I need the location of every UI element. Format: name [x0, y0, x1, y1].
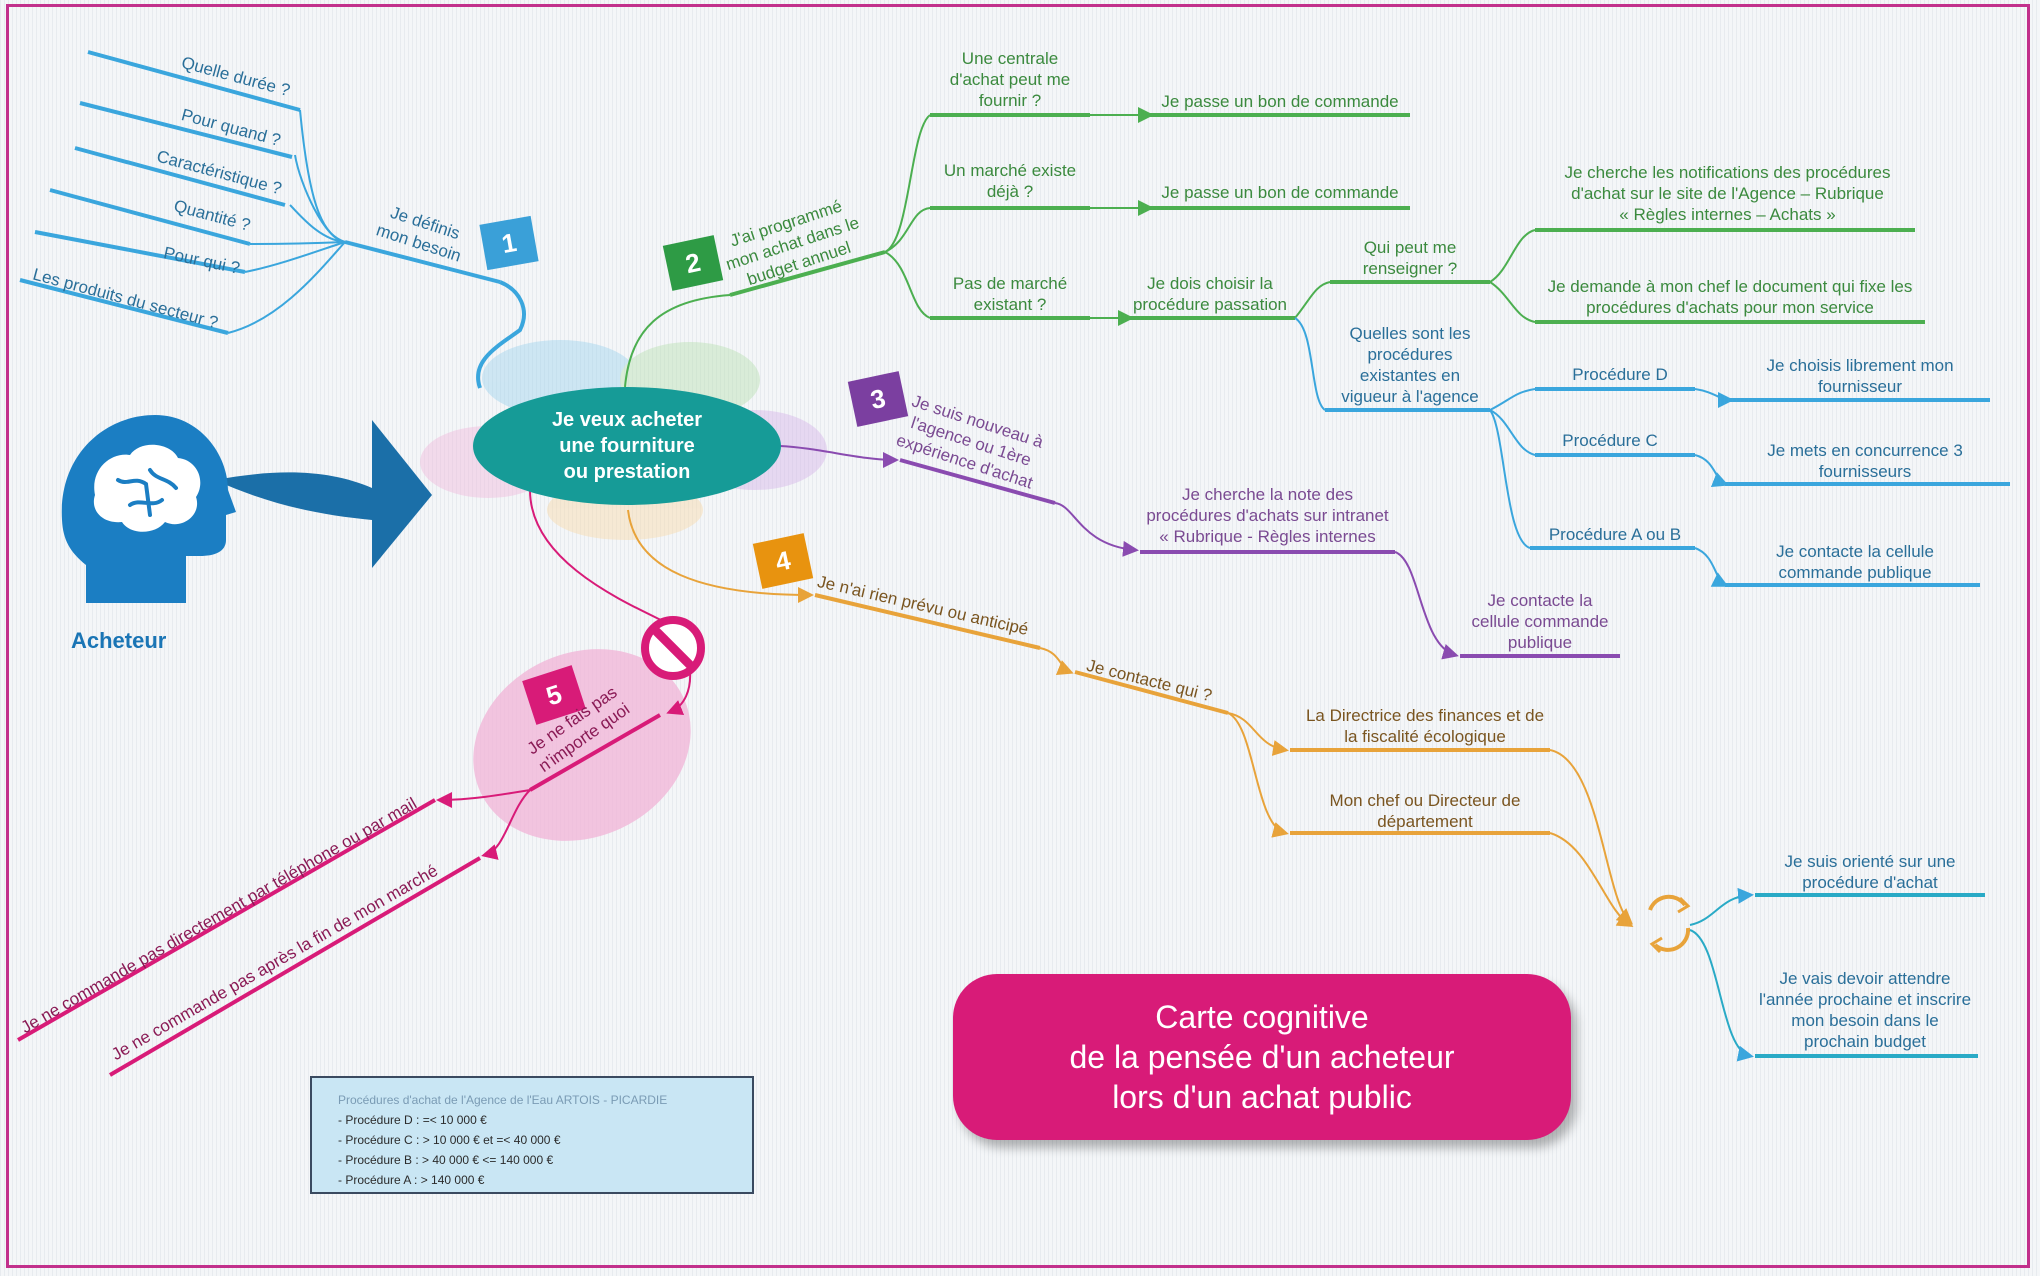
procedure-d-action-line-1: Je choisis librement mon	[1766, 356, 1954, 375]
central-line-1: Je veux acheter	[551, 409, 703, 431]
central-node[interactable]: Je veux acheter une fourniture ou presta…	[473, 387, 781, 505]
procedure-c-action[interactable]: Je mets en concurrence 3 fournisseurs	[1740, 440, 1990, 482]
contact-cell-line-2: cellule commande	[1471, 612, 1609, 631]
procedure-c-action-line-1: Je mets en concurrence 3	[1767, 441, 1963, 460]
notifications-node[interactable]: Je cherche les notifications des procédu…	[1545, 162, 1910, 225]
central-purchase-line-1: Une centrale	[961, 49, 1059, 68]
market-exists-line-1: Un marché existe	[943, 161, 1077, 180]
order-node-1[interactable]: Je passe un bon de commande	[1161, 92, 1399, 111]
procedure-ab-action-line-1: Je contacte la cellule	[1776, 542, 1934, 561]
legend-line-d: - Procédure D : =< 10 000 €	[338, 1113, 487, 1127]
wait-next-year-line-4: prochain budget	[1804, 1032, 1926, 1051]
contact-cell-node[interactable]: Je contacte la cellule commande publique	[1465, 590, 1615, 653]
wait-next-year-line-2: l'année prochaine et inscrire	[1758, 990, 1972, 1009]
big-arrow-icon	[215, 420, 432, 568]
which-procedures-node[interactable]: Quelles sont les procédures existantes e…	[1330, 323, 1490, 407]
department-chief-line-1: Mon chef ou Directeur de	[1329, 791, 1521, 810]
oriented-procedure-node[interactable]: Je suis orienté sur une procédure d'acha…	[1760, 851, 1980, 893]
notifications-line-1: Je cherche les notifications des procédu…	[1564, 163, 1891, 182]
procedure-ab-action[interactable]: Je contacte la cellule commande publique	[1740, 541, 1970, 583]
notifications-line-2: d'achat sur le site de l'Agence – Rubriq…	[1571, 184, 1884, 203]
map-title-line-1: Carte cognitive	[1155, 999, 1369, 1035]
department-chief-line-2: département	[1377, 812, 1473, 831]
which-procedures-line-2: procédures	[1367, 345, 1453, 364]
legend-line-a: - Procédure A : > 140 000 €	[338, 1173, 485, 1187]
ask-chief-node[interactable]: Je demande à mon chef le document qui fi…	[1540, 276, 1920, 318]
branch1-number-badge: 1	[479, 215, 539, 271]
notifications-line-3: « Règles internes – Achats »	[1619, 205, 1836, 224]
who-can-inform-node[interactable]: Qui peut me renseigner ?	[1335, 237, 1485, 279]
finance-director-line-2: la fiscalité écologique	[1344, 727, 1506, 746]
central-line-2: une fourniture	[559, 435, 695, 457]
department-chief-node[interactable]: Mon chef ou Directeur de département	[1290, 790, 1560, 832]
choose-procedure-node[interactable]: Je dois choisir la procédure passation	[1130, 273, 1290, 315]
no-market-line-1: Pas de marché	[952, 274, 1068, 293]
legend-line-b: - Procédure B : > 40 000 € <= 140 000 €	[338, 1153, 554, 1167]
choose-procedure-line-1: Je dois choisir la	[1147, 274, 1273, 293]
procedure-d-node[interactable]: Procédure D	[1572, 365, 1668, 384]
choose-procedure-line-2: procédure passation	[1132, 295, 1288, 314]
cycle-icon	[1648, 894, 1691, 954]
intranet-note-node[interactable]: Je cherche la note des procédures d'acha…	[1135, 484, 1400, 547]
which-procedures-line-3: existantes en	[1359, 366, 1461, 385]
oriented-procedure-line-1: Je suis orienté sur une	[1784, 852, 1956, 871]
map-title-line-3: lors d'un achat public	[1112, 1079, 1412, 1115]
branch2-lines	[624, 107, 1925, 388]
finance-director-node[interactable]: La Directrice des finances et de la fisc…	[1290, 705, 1560, 747]
finance-director-line-1: La Directrice des finances et de	[1305, 706, 1545, 725]
wait-next-year-node[interactable]: Je vais devoir attendre l'année prochain…	[1755, 968, 1975, 1052]
which-procedures-line-4: vigueur à l'agence	[1341, 387, 1479, 406]
procedure-d-action[interactable]: Je choisis librement mon fournisseur	[1740, 355, 1980, 397]
procedures-lines	[1294, 317, 2010, 587]
procedure-d-action-line-2: fournisseur	[1817, 377, 1903, 396]
branch3-lines	[779, 445, 1620, 660]
ask-chief-line-2: procédures d'achats pour mon service	[1586, 298, 1874, 317]
no-entry-icon	[641, 616, 705, 680]
no-market-question[interactable]: Pas de marché existant ?	[940, 273, 1080, 315]
procedure-c-node[interactable]: Procédure C	[1562, 431, 1658, 450]
wait-next-year-line-3: mon besoin dans le	[1791, 1011, 1939, 1030]
oriented-procedure-line-2: procédure d'achat	[1802, 873, 1938, 892]
page-frame	[6, 4, 2030, 1268]
market-exists-line-2: déjà ?	[986, 182, 1034, 201]
procedure-ab-action-line-2: commande publique	[1778, 563, 1932, 582]
intranet-note-line-1: Je cherche la note des	[1181, 485, 1354, 504]
head-brain-icon	[61, 415, 237, 603]
no-market-line-2: existant ?	[973, 295, 1047, 314]
order-node-2[interactable]: Je passe un bon de commande	[1161, 183, 1399, 202]
procedure-c-action-line-2: fournisseurs	[1818, 462, 1912, 481]
who-can-inform-line-1: Qui peut me	[1363, 238, 1457, 257]
contact-cell-line-1: Je contacte la	[1487, 591, 1593, 610]
ask-chief-line-1: Je demande à mon chef le document qui fi…	[1547, 277, 1913, 296]
legend-title: Procédures d'achat de l'Agence de l'Eau …	[338, 1093, 668, 1107]
central-purchase-line-2: d'achat peut me	[949, 70, 1071, 89]
map-title-line-2: de la pensée d'un acheteur	[1069, 1039, 1455, 1075]
branch4-lines	[627, 509, 1634, 928]
intranet-note-line-2: procédures d'achats sur intranet	[1146, 506, 1389, 525]
who-can-inform-line-2: renseigner ?	[1362, 259, 1458, 278]
branch1-lines	[19, 50, 526, 389]
wait-next-year-line-1: Je vais devoir attendre	[1779, 969, 1951, 988]
market-exists-question[interactable]: Un marché existe déjà ?	[940, 160, 1080, 202]
outcome-lines	[1689, 887, 1985, 1062]
which-procedures-line-1: Quelles sont les	[1349, 324, 1471, 343]
procedures-legend: Procédures d'achat de l'Agence de l'Eau …	[310, 1076, 754, 1194]
intranet-note-line-3: « Rubrique - Règles internes	[1159, 527, 1376, 546]
central-purchase-question[interactable]: Une centrale d'achat peut me fournir ?	[940, 48, 1080, 111]
branch5-lines	[17, 489, 691, 1077]
procedure-ab-node[interactable]: Procédure A ou B	[1548, 525, 1682, 544]
legend-line-c: - Procédure C : > 10 000 € et =< 40 000 …	[338, 1133, 561, 1147]
central-line-3: ou prestation	[563, 461, 691, 483]
map-title: Carte cognitive de la pensée d'un achete…	[953, 974, 1571, 1140]
buyer-label: Acheteur	[71, 628, 167, 653]
contact-cell-line-3: publique	[1507, 633, 1573, 652]
central-purchase-line-3: fournir ?	[978, 91, 1042, 110]
